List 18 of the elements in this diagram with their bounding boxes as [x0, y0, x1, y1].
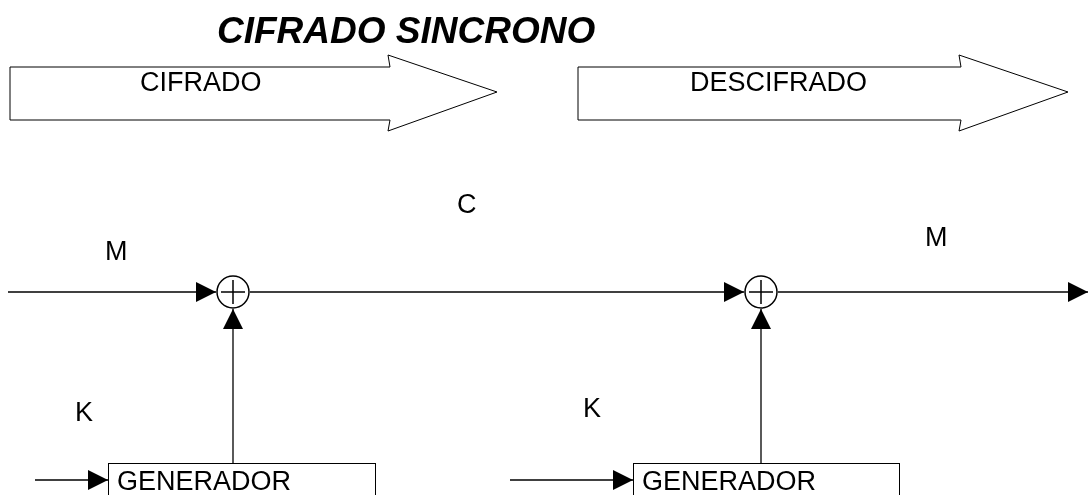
arrow	[751, 308, 771, 464]
arrow	[509, 470, 634, 490]
node-label: DESCIFRADO	[690, 67, 868, 98]
node-label: GENERADOR	[642, 466, 817, 495]
arrow	[777, 282, 1089, 302]
arrow	[223, 308, 243, 464]
generator-box	[633, 463, 900, 495]
xor-symbol	[216, 275, 250, 309]
generator-box	[108, 463, 376, 495]
node-label: CIFRADO	[140, 67, 262, 98]
arrow	[7, 282, 217, 302]
arrow	[34, 470, 109, 490]
block-arrow	[578, 55, 1068, 131]
block-arrow	[10, 55, 497, 131]
title: CIFRADO SINCRONO	[217, 10, 596, 52]
arrow	[249, 282, 745, 302]
node-label: GENERADOR	[117, 466, 292, 495]
xor-symbol	[744, 275, 778, 309]
